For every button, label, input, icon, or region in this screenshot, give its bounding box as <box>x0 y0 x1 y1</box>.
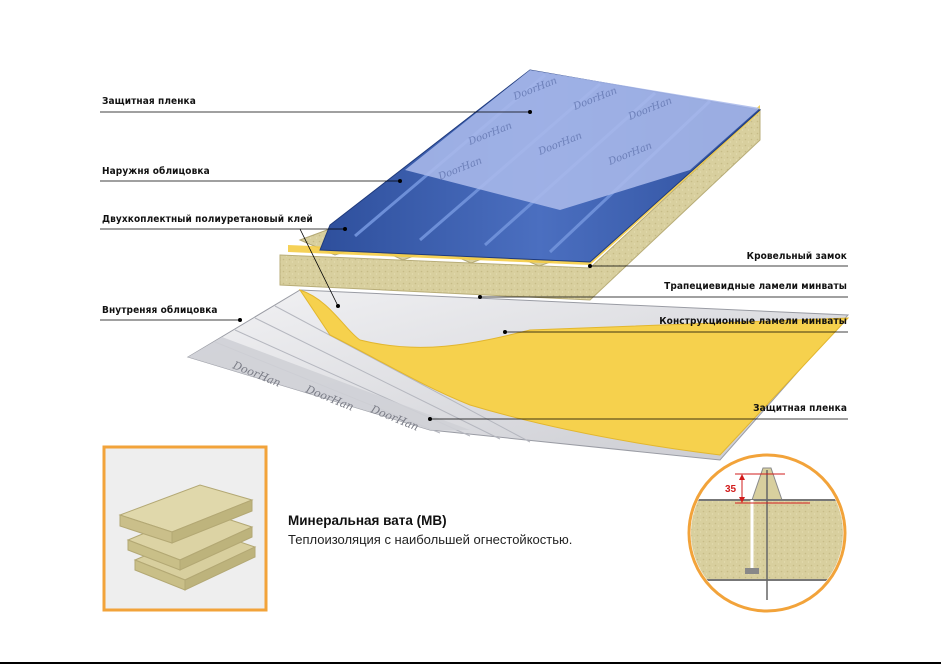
label-roof-lock: Кровельный замок <box>746 251 847 262</box>
label-polyurethane-adhesive: Двухкоплектный полиуретановый клей <box>102 214 313 225</box>
leader-arrowheads <box>238 110 592 421</box>
leader-lines-left <box>100 111 530 321</box>
mineral-wool-title: Минеральная вата (МВ) <box>288 513 447 528</box>
leader-lines-right <box>430 265 848 420</box>
label-protective-film-top: Защитная пленка <box>102 96 196 107</box>
label-trapezoid-lamellas: Трапециевидные ламели минваты <box>664 281 847 292</box>
label-structural-lamellas: Конструкционные ламели минваты <box>659 316 847 327</box>
adhesive-layer <box>298 289 850 456</box>
mineral-wool-subtitle: Теплоизоляция с наибольшей огнестойкость… <box>288 532 573 547</box>
label-inner-facing: Внутреняя облицовка <box>102 305 218 316</box>
dimension-label: 35 <box>725 484 737 495</box>
inner-protective-film <box>188 337 470 430</box>
bottom-border <box>0 662 941 664</box>
joint-detail-content <box>691 467 843 600</box>
label-protective-film-bottom: Защитная пленка <box>753 403 847 414</box>
label-outer-facing: Наружня облицовка <box>102 166 210 177</box>
wool-slabs <box>118 484 257 591</box>
outer-protective-film <box>405 70 760 210</box>
